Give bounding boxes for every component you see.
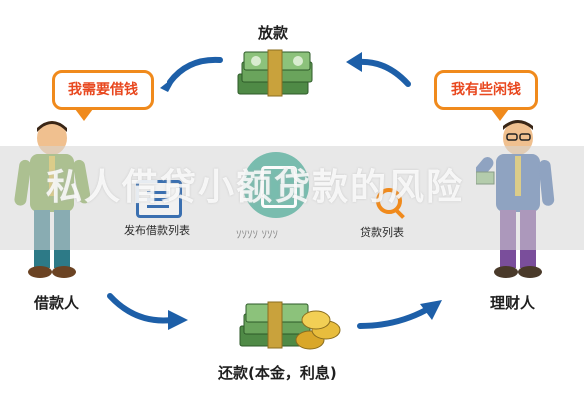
borrower-bubble-text: 我需要借钱 — [68, 82, 138, 98]
browse-list-label: 贷款列表 — [360, 226, 404, 239]
cash-stack-bottom-icon — [239, 301, 311, 349]
lend-label: 放款 — [258, 24, 289, 42]
publish-list-label: 发布借款列表 — [124, 224, 190, 237]
arrow-to-repay-icon — [107, 293, 188, 330]
cash-stack-icon — [237, 49, 313, 97]
investor-label: 理财人 — [490, 294, 536, 312]
overlay-title: 私人借贷小额贷款的风险 — [46, 167, 465, 208]
center-circle-icon — [243, 152, 309, 218]
borrower-speech-bubble: 我需要借钱 — [52, 70, 154, 121]
arrow-to-center-icon — [346, 52, 411, 87]
list-icon — [136, 180, 182, 218]
coins-icon — [295, 310, 341, 350]
investor-speech-bubble: 我有些闲钱 — [434, 70, 538, 121]
borrower-label: 借款人 — [34, 294, 80, 312]
repay-label: 还款(本金，利息) — [218, 364, 337, 382]
document-icon — [261, 166, 297, 208]
search-icon — [376, 188, 402, 214]
arrow-to-borrower-icon — [160, 56, 223, 92]
middle-list-label: ｿｿｿｿ ｿｿｿ — [236, 228, 278, 241]
investor-bubble-text: 我有些闲钱 — [451, 82, 521, 98]
arrow-to-investor-icon — [357, 300, 442, 329]
